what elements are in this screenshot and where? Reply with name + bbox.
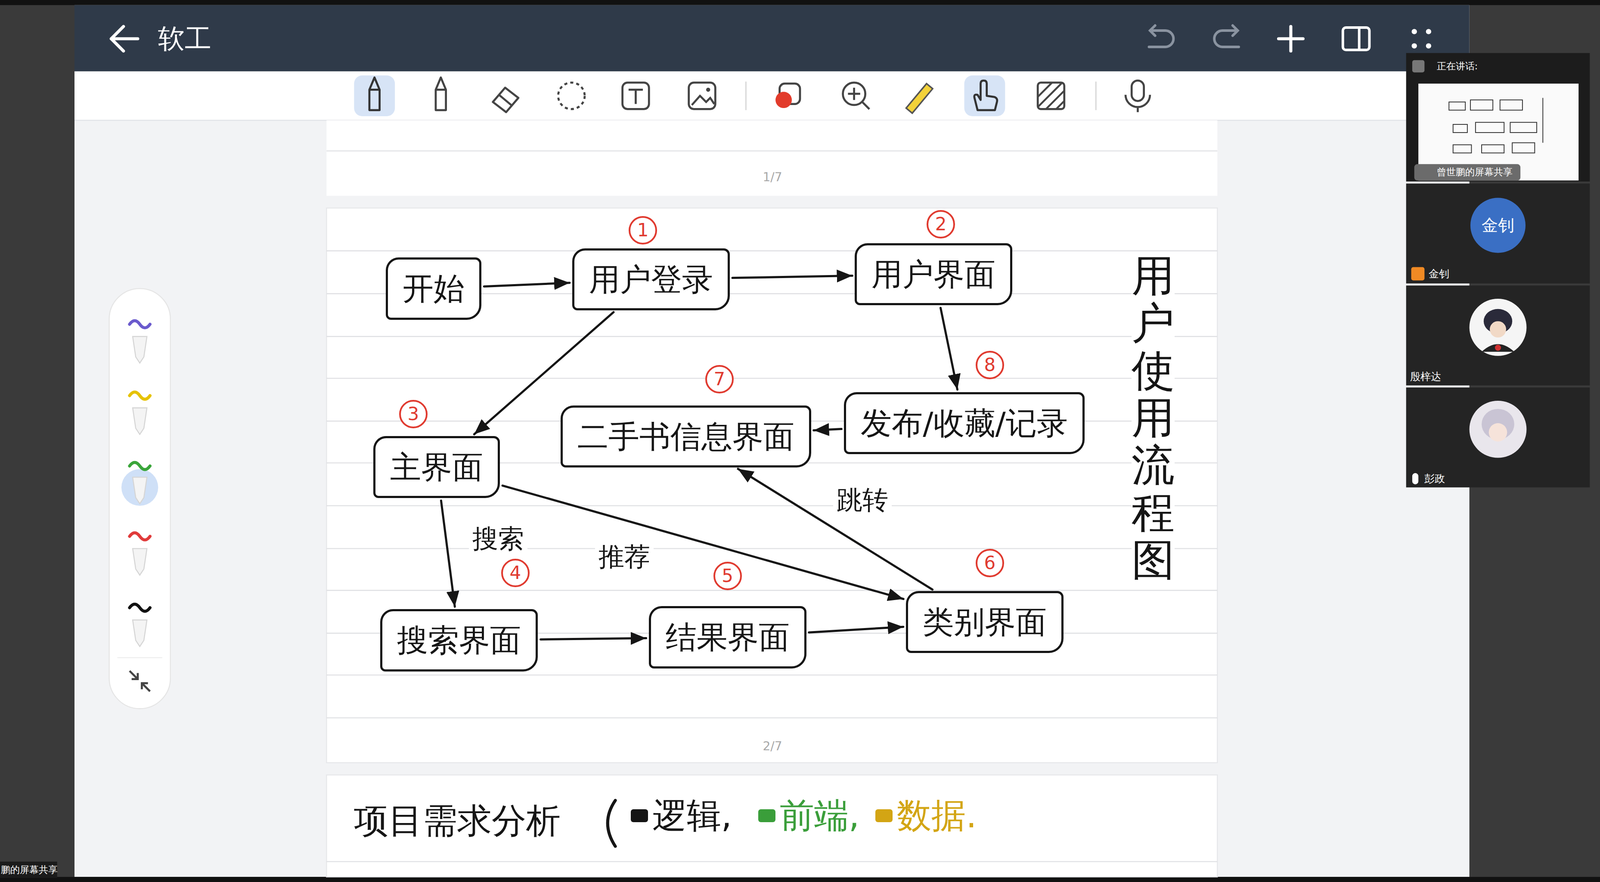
process-box: 用户界面 bbox=[854, 243, 1013, 306]
section-heading: 项目需求分析 bbox=[352, 801, 563, 841]
flow-arrow bbox=[940, 307, 958, 390]
callout-number: 1 bbox=[628, 216, 658, 245]
share-label: 曾世鹏的屏幕共享 bbox=[1436, 167, 1513, 178]
edge-label: 搜索 bbox=[468, 522, 528, 555]
box-text: 用户界面 bbox=[871, 255, 996, 293]
callout-number: 4 bbox=[501, 558, 530, 588]
box-text: 主界面 bbox=[390, 448, 484, 486]
legend-text: 前端, bbox=[779, 796, 860, 836]
callout-number: 2 bbox=[926, 210, 956, 239]
edge-label: 跳转 bbox=[833, 483, 892, 516]
share-tag: 鹏的屏幕共享 bbox=[0, 864, 58, 876]
process-box: 用户登录 bbox=[572, 248, 730, 311]
avatar-initials: 金钊 bbox=[1481, 216, 1515, 236]
page-number: 1/7 bbox=[760, 170, 784, 185]
process-box: 类别界面 bbox=[905, 591, 1064, 654]
participant-name: 彭政 bbox=[1424, 473, 1445, 486]
callout-number: 7 bbox=[705, 365, 734, 394]
callout-number: 5 bbox=[713, 561, 742, 591]
app-title: 软工 bbox=[158, 23, 212, 54]
page-number: 2/7 bbox=[760, 739, 784, 754]
process-box: 主界面 bbox=[373, 436, 500, 499]
box-text: 类别界面 bbox=[922, 603, 1047, 641]
participant-name: 殷梓达 bbox=[1410, 371, 1442, 384]
box-text: 开始 bbox=[402, 269, 465, 307]
legend-text: 逻辑, bbox=[652, 796, 732, 836]
flow-arrow bbox=[440, 500, 455, 607]
flow-arrow bbox=[540, 638, 647, 640]
diagram-title: 用户使用流程图 bbox=[1131, 252, 1175, 584]
speaker-status: 正在讲话: bbox=[1436, 60, 1478, 72]
legend-swatch bbox=[758, 809, 776, 823]
flow-arrow bbox=[483, 282, 570, 287]
box-text: 结果界面 bbox=[665, 618, 790, 656]
callout-number: 3 bbox=[399, 400, 428, 429]
process-box: 二手书信息界面 bbox=[560, 405, 812, 468]
flow-arrow bbox=[809, 626, 904, 633]
legend-item: 数据. bbox=[875, 796, 977, 836]
legend-item: 逻辑, bbox=[630, 796, 732, 836]
box-text: 搜索界面 bbox=[396, 621, 521, 659]
callout-number: 8 bbox=[975, 350, 1005, 380]
box-text: 二手书信息界面 bbox=[577, 418, 795, 456]
edge-label: 推荐 bbox=[595, 541, 654, 573]
process-box: 结果界面 bbox=[648, 606, 807, 669]
callout-number: 6 bbox=[975, 548, 1005, 578]
box-text: 用户登录 bbox=[589, 260, 714, 298]
process-box: 开始 bbox=[385, 257, 482, 320]
legend-text: 数据. bbox=[896, 796, 977, 836]
box-text: 发布/收藏/记录 bbox=[860, 404, 1068, 442]
process-box: 发布/收藏/记录 bbox=[843, 392, 1085, 455]
process-box: 搜索界面 bbox=[380, 609, 538, 672]
flow-arrow bbox=[737, 468, 933, 590]
legend-swatch bbox=[875, 809, 893, 823]
participant-name: 金钊 bbox=[1428, 268, 1450, 281]
legend-swatch bbox=[630, 809, 649, 823]
legend-item: 前端, bbox=[758, 796, 860, 836]
flow-arrow bbox=[813, 429, 842, 431]
flow-arrow bbox=[732, 275, 853, 279]
